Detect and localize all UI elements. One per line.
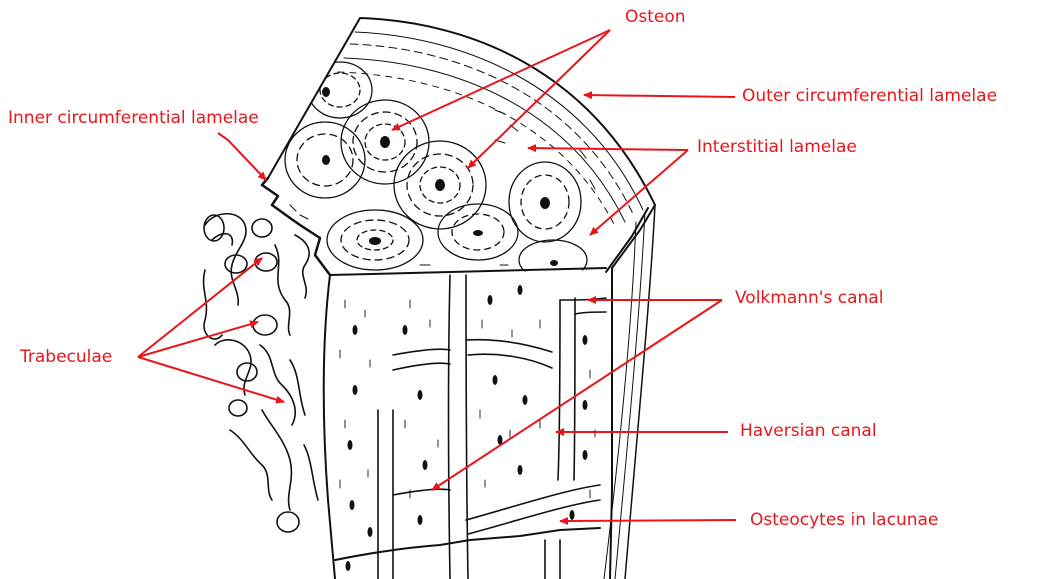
osteocytes-arrow — [560, 520, 736, 521]
trabeculae-arrow-1 — [138, 258, 262, 357]
trabeculae-drawing — [204, 214, 318, 532]
osteon-arrow-1 — [392, 30, 610, 130]
annotation-arrows — [138, 30, 736, 521]
osteon-label: Osteon — [625, 7, 686, 27]
interstitial-arrow-1 — [528, 148, 688, 150]
haversian-label: Haversian canal — [740, 421, 877, 441]
outer-lamellae-lines — [338, 32, 643, 228]
inner-circumferential-arrow — [218, 133, 266, 180]
volkmann-arrow-2 — [432, 300, 722, 490]
outer-circumferential-label: Outer circumferential lamelae — [742, 86, 997, 106]
osteocytes-label: Osteocytes in lacunae — [750, 510, 938, 530]
trabeculae-arrow-3 — [138, 357, 284, 402]
outer-circumferential-arrow — [584, 95, 735, 97]
inner-circumferential-label: Inner circumferential lamelae — [8, 108, 259, 128]
interstitial-label: Interstitial lamelae — [697, 137, 857, 157]
longitudinal-canals — [378, 275, 606, 579]
trabeculae-label: Trabeculae — [20, 347, 112, 367]
volkmann-label: Volkmann's canal — [735, 288, 883, 308]
trabeculae-arrow-2 — [138, 322, 258, 357]
